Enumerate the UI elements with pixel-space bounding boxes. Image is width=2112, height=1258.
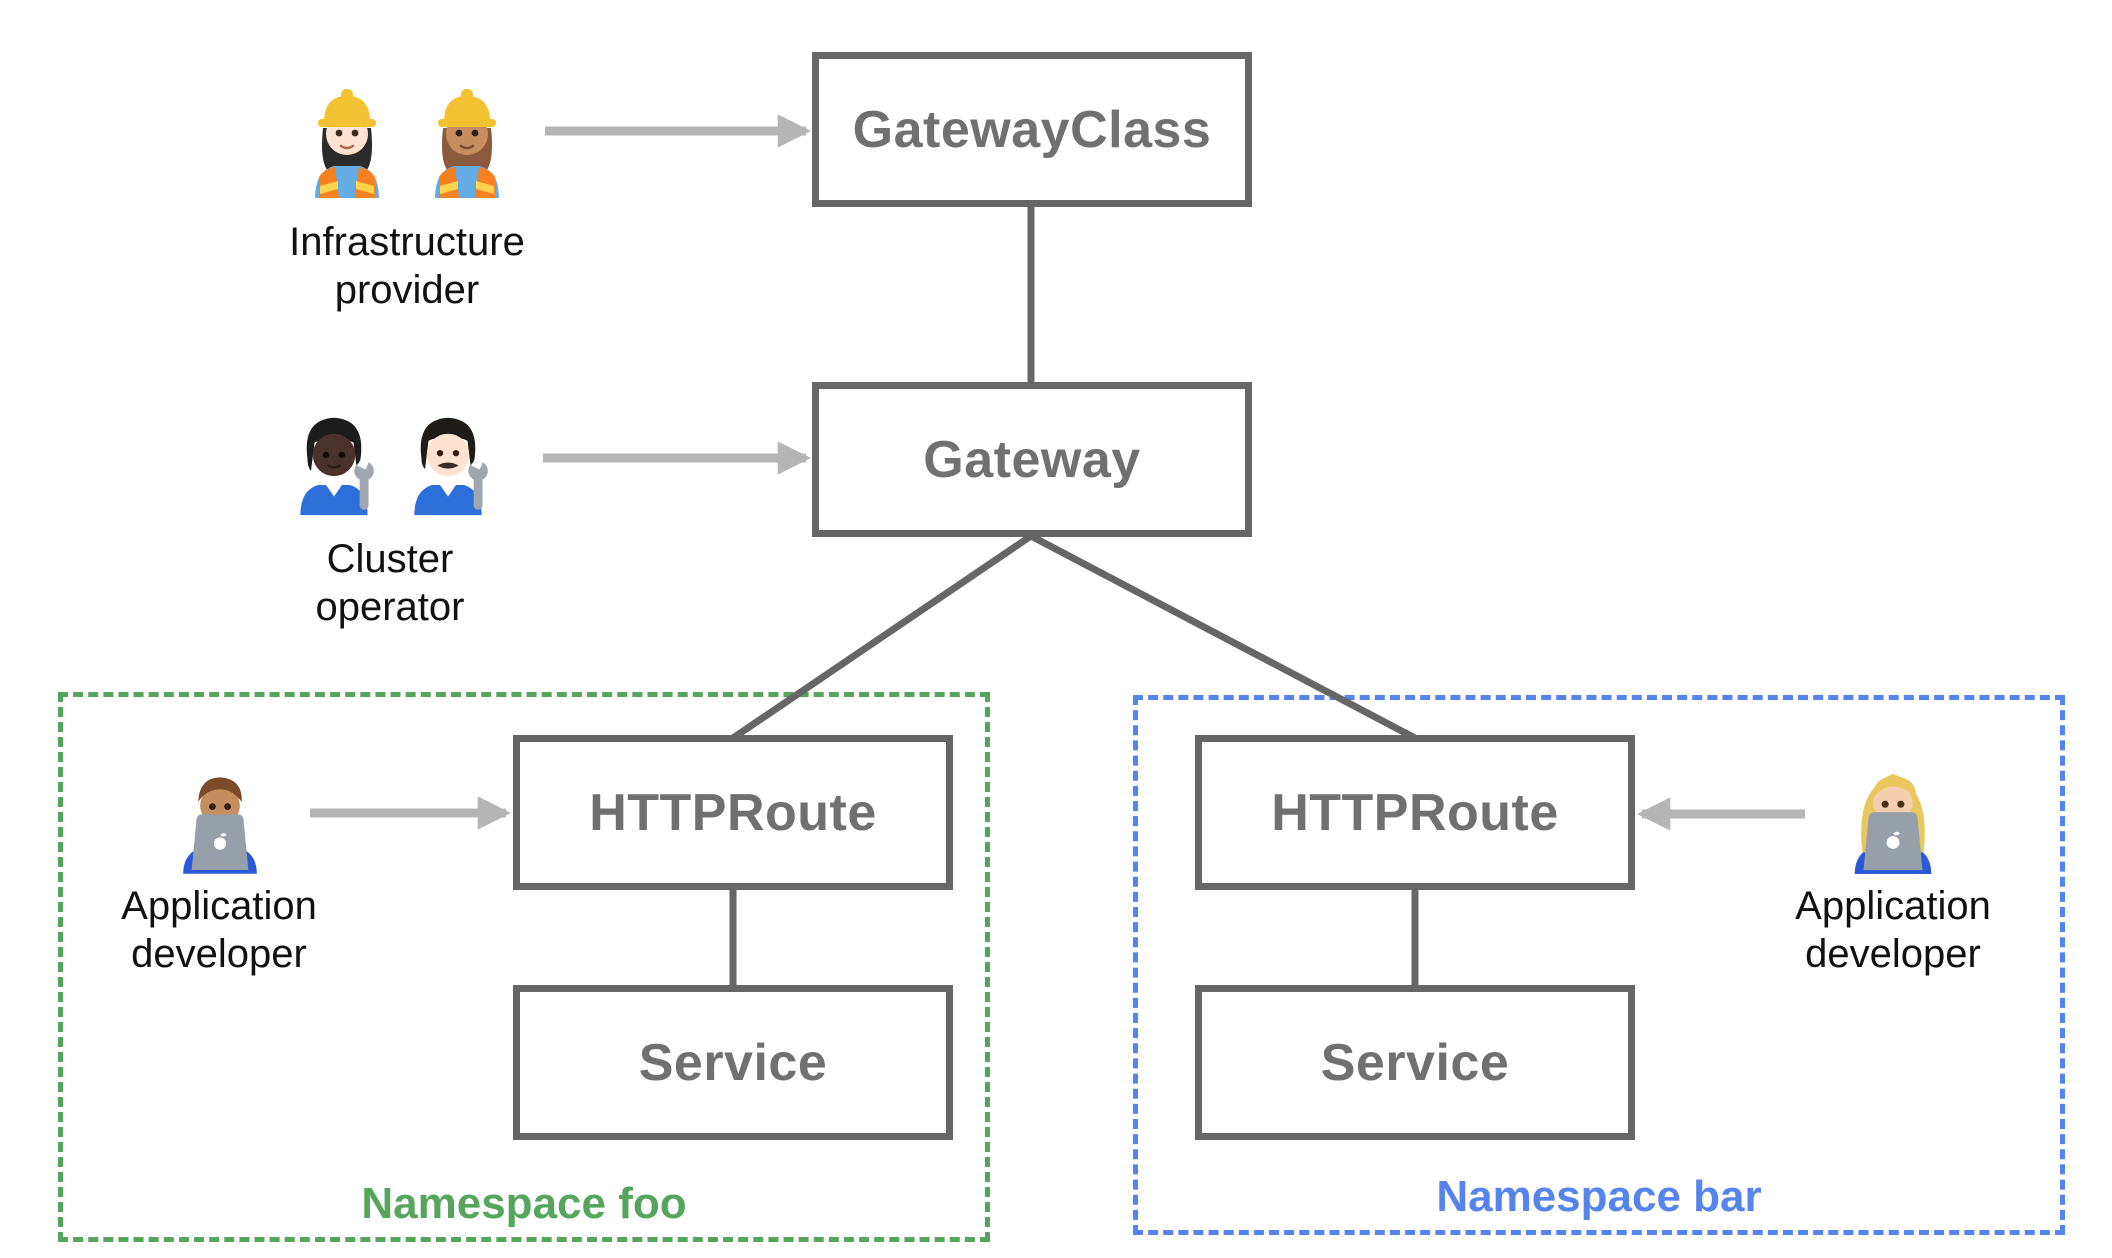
man-mechanic-light-skin-icon (414, 417, 488, 516)
service-foo-box-label: Service (638, 1033, 828, 1092)
woman-construction-worker-light-skin-icon (315, 89, 379, 198)
application-developer-foo-label: Application developer (19, 882, 419, 978)
infrastructure-provider-icons (307, 70, 507, 198)
cluster-operator-label-line2: operator (315, 585, 465, 629)
httproute-foo-box: HTTPRoute (513, 735, 953, 890)
namespace-bar-label: Namespace bar (1436, 1172, 1762, 1221)
cluster-operator-label-line1: Cluster (326, 537, 454, 581)
application-developer-bar-label-line2: developer (1805, 932, 1981, 976)
infrastructure-provider-label: Infrastructure provider (207, 218, 607, 314)
gateway-box-label: Gateway (923, 430, 1141, 489)
cluster-operator-icons (288, 402, 494, 522)
namespace-foo-label: Namespace foo (361, 1179, 687, 1228)
namespace-bar-container: Namespace bar (1133, 695, 2065, 1235)
gateway-httproute-foo-connector (731, 533, 1033, 741)
application-developer-foo-label-line2: developer (131, 932, 307, 976)
service-bar-box-label: Service (1320, 1033, 1510, 1092)
httproute-bar-box-label: HTTPRoute (1271, 783, 1559, 842)
application-developer-bar-label-line1: Application (1795, 884, 1991, 928)
cluster-operator-label: Cluster operator (190, 535, 590, 631)
application-developer-bar-icon-group (1838, 758, 1948, 874)
service-bar-box: Service (1195, 985, 1635, 1140)
httproute-foo-box-label: HTTPRoute (589, 783, 877, 842)
infrastructure-provider-label-line2: provider (334, 268, 480, 312)
man-technologist-icon (183, 777, 257, 874)
service-foo-box: Service (513, 985, 953, 1140)
woman-technologist-icon (1854, 773, 1932, 874)
application-developer-bar-label: Application developer (1693, 882, 2093, 978)
application-developer-foo-icon-group (168, 760, 272, 876)
infrastructure-provider-label-line1: Infrastructure (289, 220, 525, 264)
namespace-foo-container: Namespace foo (58, 692, 990, 1242)
application-developer-foo-label-line1: Application (121, 884, 317, 928)
httproute-bar-box: HTTPRoute (1195, 735, 1635, 890)
gatewayclass-box-label: GatewayClass (852, 100, 1212, 159)
mechanic-dark-skin-icon (300, 417, 374, 516)
gateway-box: Gateway (812, 382, 1252, 537)
woman-construction-worker-medium-skin-icon (435, 89, 499, 198)
gateway-httproute-bar-connector (1029, 532, 1417, 742)
gatewayclass-box: GatewayClass (812, 52, 1252, 207)
